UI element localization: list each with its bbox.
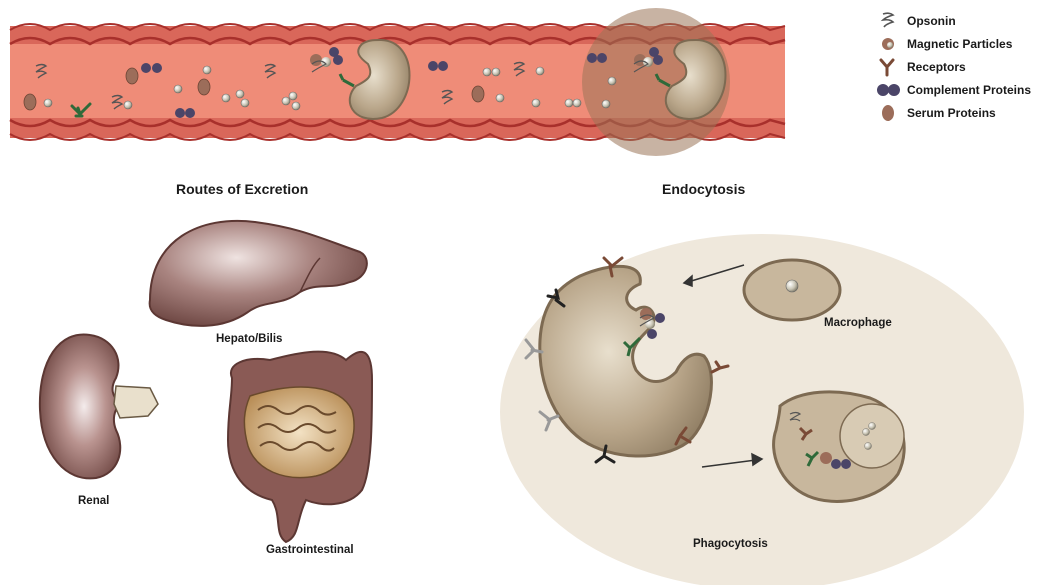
phagocytosis-label: Phagocytosis — [693, 538, 768, 550]
legend-label: Magnetic Particles — [907, 37, 1012, 51]
legend-item-opsonin: Opsonin — [875, 9, 1031, 32]
opsonin-icon — [875, 11, 903, 31]
legend-item-magnetic-particles: Magnetic Particles — [875, 32, 1031, 55]
legend-label: Complement Proteins — [907, 83, 1031, 97]
endocytosis-title: Endocytosis — [662, 181, 745, 197]
serum-protein-icon — [875, 103, 903, 123]
legend-item-complement-proteins: Complement Proteins — [875, 78, 1031, 101]
legend-label: Receptors — [907, 60, 966, 74]
intestine-illustration — [228, 352, 372, 542]
kidney-illustration — [40, 334, 158, 478]
magnetic-particle-icon — [875, 34, 903, 54]
resting-macrophage — [744, 260, 840, 320]
kidney-label: Renal — [78, 495, 109, 507]
complement-protein-icon — [875, 80, 903, 100]
legend-item-serum-proteins: Serum Proteins — [875, 101, 1031, 124]
liver-illustration — [150, 221, 367, 326]
phagocytosing-macrophage — [774, 392, 905, 502]
liver-label: Hepato/Bilis — [216, 333, 282, 345]
legend-label: Serum Proteins — [907, 106, 996, 120]
legend-item-receptors: Receptors — [875, 55, 1031, 78]
legend: Opsonin Magnetic Particles Receptors Com… — [875, 9, 1031, 124]
intestine-label: Gastrointestinal — [266, 544, 354, 556]
routes-of-excretion-title: Routes of Excretion — [176, 181, 308, 197]
legend-label: Opsonin — [907, 14, 956, 28]
macrophage-label: Macrophage — [824, 317, 892, 329]
receptor-icon — [875, 57, 903, 77]
